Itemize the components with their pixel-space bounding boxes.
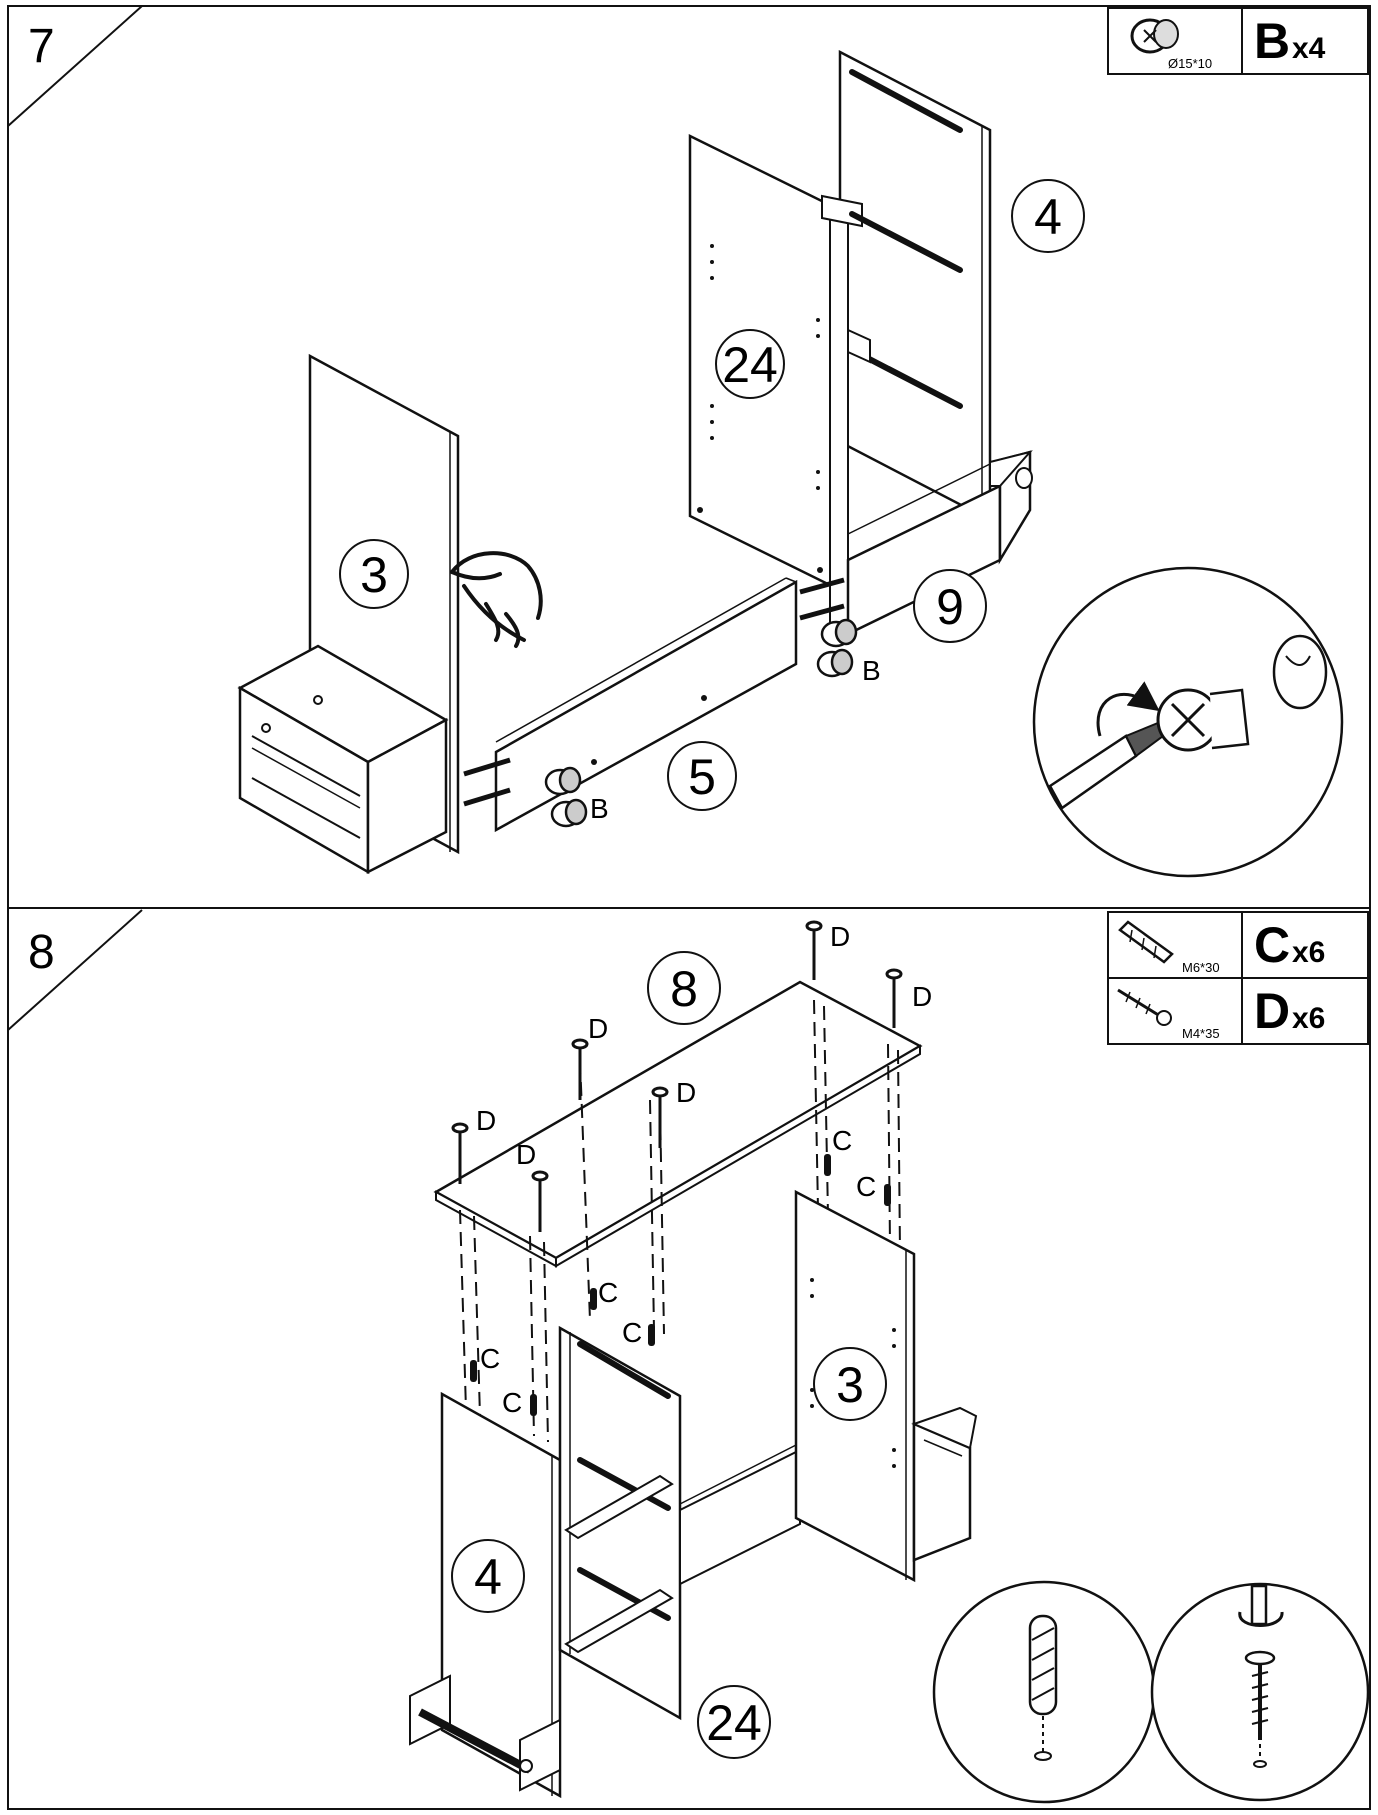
screw-icon (451, 1122, 469, 1184)
screws-d (451, 920, 903, 1232)
wooden-dowel-icon (1118, 920, 1174, 964)
back-rail-illustration (679, 1443, 801, 1586)
fastener-label-d: D (912, 981, 932, 1012)
hardware-d-code-cell (1241, 977, 1369, 1045)
screw-icon (805, 920, 823, 980)
dowel-icon (648, 1324, 655, 1346)
dowel-icon (590, 1288, 597, 1310)
fastener-label-d: D (516, 1139, 536, 1170)
fastener-label-c: C (480, 1343, 500, 1374)
wooden-dowel-icon (1028, 1614, 1058, 1716)
dowel-icon (884, 1184, 891, 1206)
part-callout-24: 24 (697, 1685, 771, 1759)
part-callout-9: 9 (913, 569, 987, 643)
screw-icon (651, 1086, 669, 1148)
panel-4-illustration (821, 49, 992, 642)
fastener-label-b-left: B (590, 793, 609, 824)
svg-text:5: 5 (688, 749, 716, 805)
fastener-label-d: D (830, 921, 850, 952)
step-7-panel: 7 Ø15*10 B x4 (7, 5, 1369, 878)
fastener-label-d: D (476, 1105, 496, 1136)
step-8-panel: 8 M6*30 C x6 M4*35 D (7, 909, 1370, 1804)
step-7-corner-line (7, 5, 143, 127)
hardware-c-qty: x6 (1292, 936, 1325, 969)
screw-icon (1244, 1650, 1276, 1740)
cam-lock-icon (1156, 688, 1250, 752)
cam-locks-left (463, 757, 588, 828)
part-callout-5: 5 (667, 741, 737, 811)
fastener-label-c: C (622, 1317, 642, 1348)
hand-icon (450, 551, 543, 648)
screw-icon (531, 1170, 549, 1232)
hardware-b-code-cell (1241, 7, 1369, 75)
hardware-c-size: M6*30 (1182, 960, 1220, 975)
hardware-b-code: B (1254, 13, 1290, 69)
fastener-label-d: D (588, 1013, 608, 1044)
svg-text:4: 4 (474, 1549, 502, 1605)
back-rail-5-illustration (494, 577, 798, 833)
screw-icon (1117, 988, 1172, 1026)
fastener-label-b-right: B (862, 655, 881, 686)
hardware-c-code: C (1254, 917, 1290, 973)
svg-text:3: 3 (360, 547, 388, 603)
hardware-b-qty: x4 (1292, 32, 1326, 65)
fastener-label-d: D (676, 1077, 696, 1108)
side-box-illustration (237, 644, 449, 875)
svg-text:24: 24 (722, 337, 778, 393)
hardware-box-cd: M6*30 C x6 M4*35 D x6 (1107, 911, 1369, 1045)
rotate-arrow-icon (1096, 681, 1160, 737)
fastener-label-c: C (598, 1277, 618, 1308)
plinth-9-illustration (846, 450, 1033, 636)
cam-locks-right (799, 577, 858, 678)
part-callout-3: 3 (339, 539, 409, 609)
hardware-d-qty: x6 (1292, 1002, 1325, 1035)
hardware-b-size: Ø15*10 (1168, 56, 1212, 71)
assembly-guide-lines (459, 999, 901, 1443)
cam-lock-icon (1130, 18, 1179, 54)
step-8-corner-line (7, 909, 143, 1031)
dowel-icon (824, 1154, 831, 1176)
screw-detail-circle (1150, 1582, 1370, 1802)
screwdriver-icon (1238, 1584, 1284, 1627)
panel-3-illustration (237, 353, 460, 875)
dowels-c (470, 1154, 891, 1416)
part-callout-4: 4 (1011, 179, 1085, 253)
hardware-d-size: M4*35 (1182, 1026, 1220, 1041)
dowel-icon (470, 1360, 477, 1382)
fastener-label-c: C (856, 1171, 876, 1202)
screw-icon (885, 968, 903, 1028)
step-7-number: 7 (28, 20, 55, 73)
svg-text:24: 24 (706, 1695, 762, 1751)
hardware-d-code: D (1254, 983, 1290, 1039)
part-callout-4: 4 (451, 1539, 525, 1613)
svg-text:9: 9 (936, 579, 964, 635)
side-box-illustration (911, 1406, 978, 1562)
part-callout-8: 8 (647, 951, 721, 1025)
step-8-number: 8 (28, 926, 55, 979)
dowel-detail-circle (932, 1580, 1156, 1804)
top-panel-8-illustration (433, 980, 923, 1268)
svg-text:4: 4 (1034, 189, 1062, 245)
cam-lock-detail-circle (1032, 566, 1344, 878)
fastener-label-c: C (502, 1387, 522, 1418)
hardware-box-b: Ø15*10 B x4 (1107, 7, 1369, 75)
panel-24-illustration (558, 1325, 682, 1721)
dowel-icon (530, 1394, 537, 1416)
fastener-label-c: C (832, 1125, 852, 1156)
svg-text:3: 3 (836, 1357, 864, 1413)
dowel-hole-icon (1272, 634, 1328, 710)
part-callout-3: 3 (813, 1347, 887, 1421)
screw-icon (571, 1038, 589, 1100)
part-callout-24: 24 (715, 329, 785, 399)
svg-text:8: 8 (670, 961, 698, 1017)
hardware-c-code-cell (1241, 911, 1369, 979)
hardware-d-icon-cell (1107, 977, 1243, 1045)
